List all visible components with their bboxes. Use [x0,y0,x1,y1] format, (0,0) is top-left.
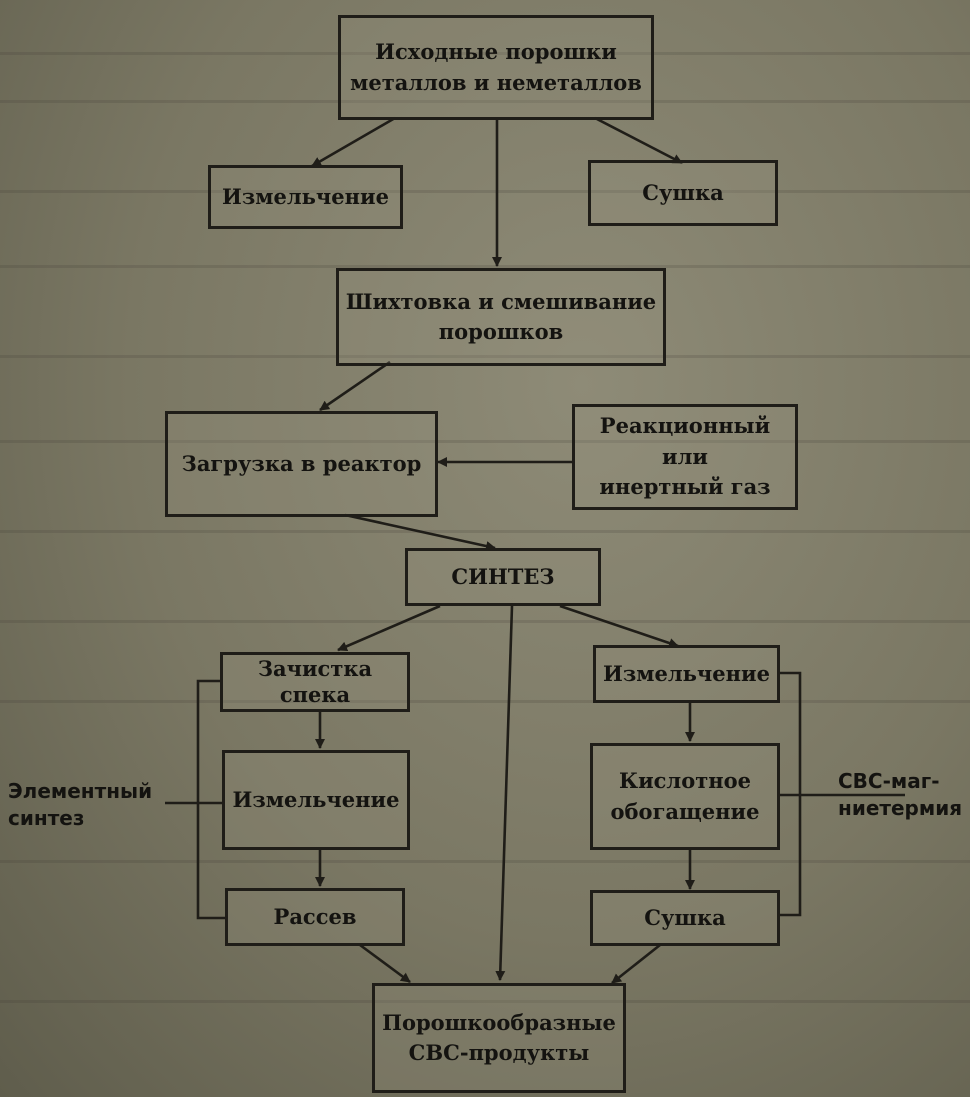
box-acid: Кислотное обогащение [590,743,780,850]
box-milling-right: Измельчение [593,645,780,703]
label-magnesiothermy: СВС-маг- ниетермия [838,768,962,822]
bg-text-line [0,440,970,443]
box-products-line1: Порошкообразные [382,1009,616,1035]
box-milling-top: Измельчение [208,165,403,229]
box-acid-line2: обогащение [610,798,760,824]
box-acid-line1: Кислотное [618,768,751,794]
arrow-mixing-to-loading [319,360,391,412]
box-source: Исходные порошки металлов и неметаллов [338,15,654,120]
bg-text-line [0,355,970,358]
label-elemental-line2: синтез [8,806,85,830]
box-drying-right: Сушка [590,890,780,946]
box-drying-top: Сушка [588,160,778,226]
box-sieving-text: Рассев [273,903,357,929]
box-mixing: Шихтовка и смешивание порошков [336,268,666,366]
box-mixing-line1: Шихтовка и смешивание [345,288,657,314]
arrow-source-to-drying [594,116,683,165]
box-loading: Загрузка в реактор [165,411,438,517]
bg-text-line [0,1000,970,1003]
box-milling-left: Измельчение [222,750,410,850]
box-gas-line1: Реакционный или [599,413,771,469]
box-source-line2: металлов и неметаллов [350,69,642,95]
box-loading-text: Загрузка в реактор [181,450,422,476]
arrow-synthesis-to-cleaning [337,604,441,652]
bg-text-line [0,700,970,703]
label-elemental: Элементный синтез [8,778,152,832]
box-milling-right-text: Измельчение [603,660,770,686]
label-magnesiothermy-line1: СВС-маг- [838,769,940,793]
bg-text-line [0,100,970,103]
bg-text-line [0,860,970,863]
arrow-source-to-milling [311,116,396,168]
bg-text-line [0,530,970,533]
label-elemental-line1: Элементный [8,779,153,803]
box-synthesis-text: СИНТЕЗ [451,563,555,589]
box-gas: Реакционный или инертный газ [572,404,798,510]
box-drying-right-text: Сушка [644,904,726,930]
bg-text-line [0,52,970,55]
box-cleaning-line2: спека [279,682,351,707]
arrow-drying-to-products [611,943,661,985]
bg-text-line [0,620,970,623]
arrow-sieving-to-products [359,943,411,984]
bg-text-line [0,265,970,268]
box-cleaning-line1: Зачистка [257,655,373,681]
box-milling-left-text: Измельчение [232,786,400,812]
label-magnesiothermy-line2: ниетермия [838,796,963,820]
box-synthesis: СИНТЕЗ [405,548,601,606]
bracket-elemental [196,679,225,920]
box-drying-top-text: Сушка [642,179,724,205]
bg-text-line [0,190,970,193]
box-sieving: Рассев [225,888,405,946]
arrow-synthesis-to-milling-right [559,604,679,648]
box-mixing-line2: порошков [438,319,564,344]
box-milling-top-text: Измельчение [222,183,389,209]
arrow-synthesis-to-products [495,605,514,981]
arrow-loading-to-synthesis [344,513,496,551]
box-gas-line2: инертный газ [599,474,771,500]
box-source-line1: Исходные порошки [375,39,617,65]
box-products-line2: СВС-продукты [408,1040,590,1065]
